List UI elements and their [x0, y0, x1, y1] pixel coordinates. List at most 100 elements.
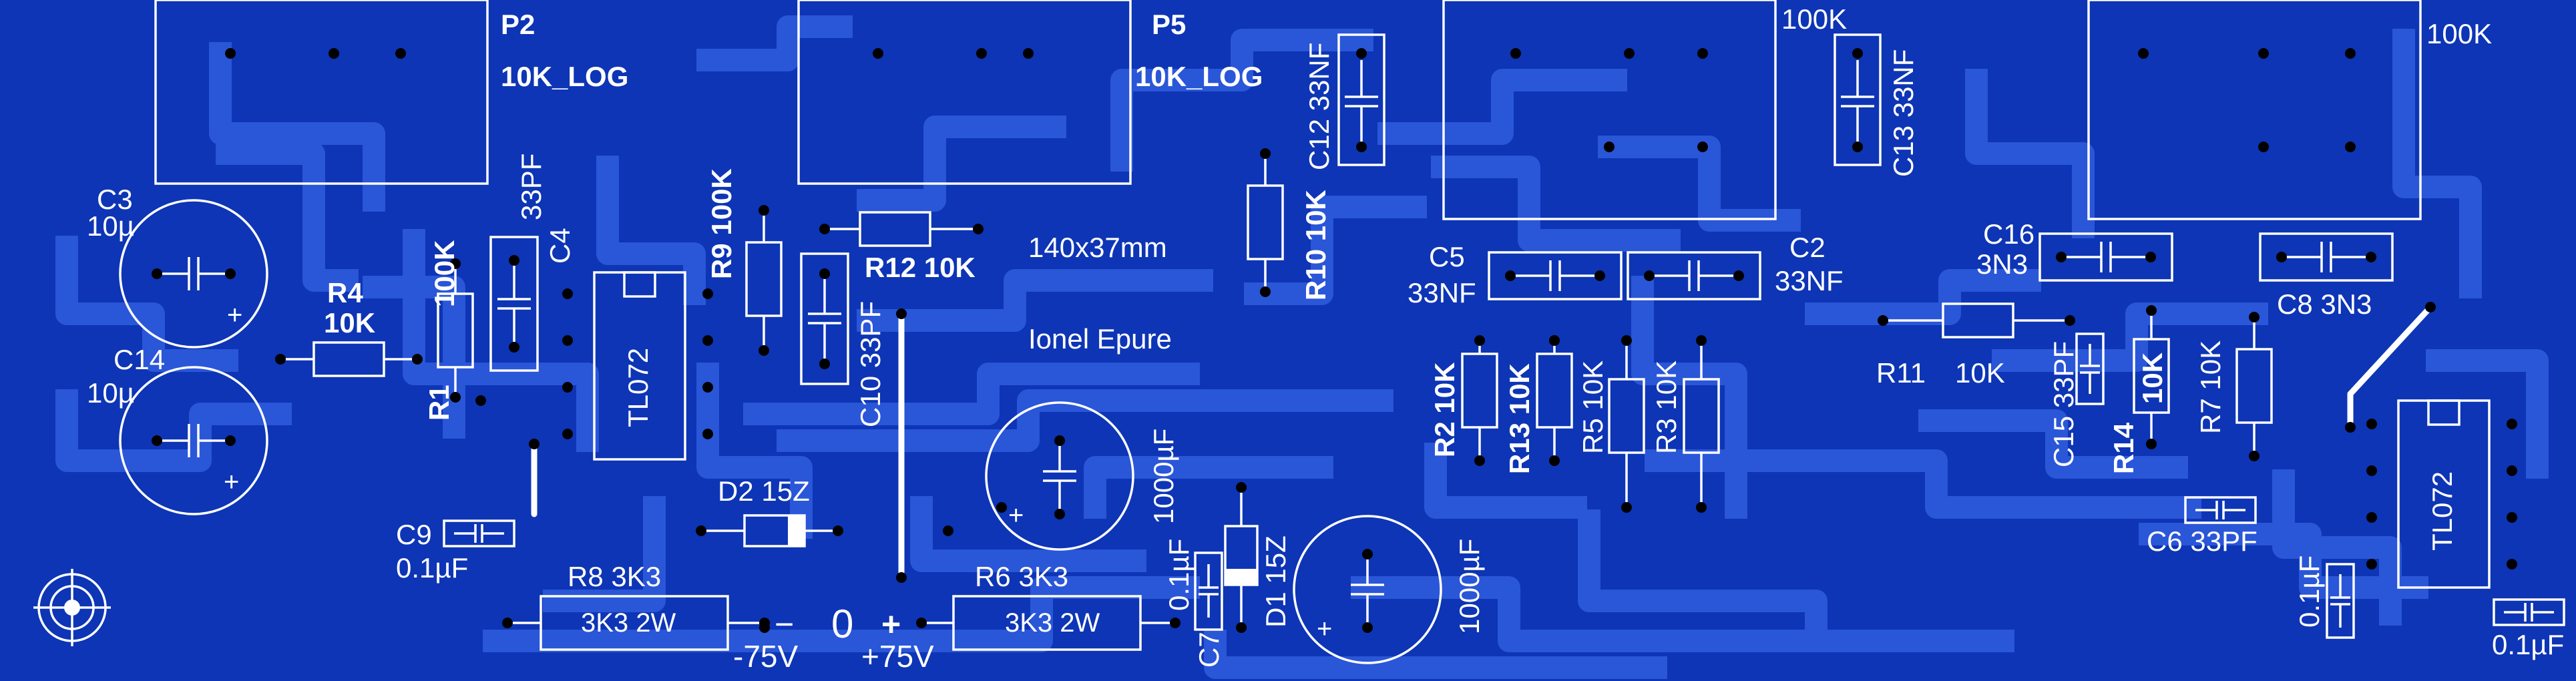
label-c12: C12 33NF [1303, 42, 1335, 170]
label-r14: R14 [2108, 422, 2139, 474]
label-c14: C14 [114, 344, 166, 375]
label-c14-value: 10µ [87, 377, 134, 409]
capacitor-c6 [2184, 496, 2257, 524]
resistor-r6 [916, 595, 1180, 651]
label-p2-value: 10K_LOG [501, 61, 629, 92]
label-plus: + [881, 606, 901, 643]
label-c16-value: 3N3 [1976, 248, 2028, 280]
capacitor-c3: + [119, 199, 268, 349]
resistor-r4 [275, 341, 423, 377]
resistor-r1 [437, 258, 474, 403]
capacitor-c16 [2038, 232, 2173, 282]
label-r12: R12 10K [865, 252, 976, 283]
resistor-r12 [819, 211, 984, 247]
label-c5-value: 33NF [1408, 277, 1476, 308]
label-r11-value: 10K [1955, 357, 2005, 389]
label-zero: 0 [831, 602, 854, 646]
label-c5: C5 [1429, 241, 1465, 272]
diode-d2 [696, 514, 843, 547]
capacitor-c9 [443, 519, 515, 547]
label-r11: R11 [1876, 357, 1926, 389]
resistor-r10 [1247, 148, 1284, 297]
label-ic2: TL072 [2426, 471, 2458, 551]
jumper-wires [531, 304, 2434, 578]
label-r9: R9 100K [706, 168, 737, 279]
svg-text:+: + [224, 467, 239, 497]
label-r10: R10 10K [1300, 190, 1331, 300]
label-c9-value: 0.1µF [396, 552, 469, 584]
label-c16: C16 [1983, 218, 2035, 250]
capacitor-big-2: + [1293, 515, 1442, 664]
capacitor-right-small [2326, 563, 2355, 639]
label-minus75: -75V [733, 639, 799, 674]
resistor-r3 [1683, 344, 1720, 513]
potentiometer-p5 [797, 0, 1132, 185]
resistor-r14 [2133, 305, 2170, 449]
ic-tl072-right [2366, 399, 2517, 589]
resistor-r13 [1536, 344, 1573, 466]
label-c4: C4 [544, 228, 576, 264]
label-ic1: TL072 [622, 347, 654, 427]
label-r4: R4 [327, 277, 363, 308]
capacitor-c14: + [119, 366, 268, 515]
svg-text:+: + [227, 300, 242, 330]
mounting-hole [33, 569, 111, 646]
label-c9: C9 [396, 519, 432, 550]
copper-traces [55, 15, 2549, 679]
label-c6: C6 33PF [2147, 525, 2258, 557]
label-c7-value: 0.1µF [1163, 538, 1195, 611]
resistor-r7 [2235, 312, 2273, 461]
potentiometer-100k-b [2087, 0, 2422, 220]
label-r14-value: 10K [2137, 352, 2168, 404]
diode-d1 [1224, 482, 1259, 633]
label-r13: R13 10K [1504, 363, 1535, 474]
capacitor-c8 [2259, 232, 2394, 282]
svg-text:+: + [1317, 614, 1332, 644]
resistor-r11 [1878, 302, 2075, 338]
misc-pads [475, 302, 2436, 633]
potentiometer-100k-a [1442, 0, 1777, 220]
label-c7: C7 [1193, 632, 1225, 668]
potentiometer-p2 [154, 0, 489, 185]
capacitor-bottom-right [2493, 598, 2565, 626]
label-pot4-value: 100K [2426, 18, 2493, 49]
label-plus75: +75V [861, 639, 934, 674]
label-r6: R6 3K3 [975, 561, 1069, 592]
label-d2: D2 15Z [718, 475, 810, 507]
label-r2: R2 10K [1429, 362, 1460, 457]
label-c3: C3 [97, 184, 133, 215]
label-c2: C2 [1789, 232, 1826, 263]
capacitor-c15 [2075, 332, 2105, 405]
label-c-big1: 1000µF [1148, 428, 1179, 524]
resistor-r8 [502, 595, 770, 651]
capacitor-c5 [1488, 251, 1623, 300]
label-d1: D1 15Z [1260, 535, 1291, 628]
label-r4-value: 10K [324, 307, 376, 338]
label-p5-value: 10K_LOG [1135, 61, 1263, 92]
label-p2: P2 [501, 9, 535, 40]
resistor-r2 [1461, 344, 1498, 466]
label-r1: R1 [423, 385, 455, 421]
capacitor-big-1: + [985, 401, 1134, 551]
capacitor-c7 [1194, 551, 1223, 631]
label-c13: C13 33NF [1888, 49, 1919, 177]
label-r5: R5 10K [1577, 360, 1608, 454]
resistor-r9 [745, 205, 783, 356]
label-c8: C8 3N3 [2277, 288, 2372, 320]
label-r8: R8 3K3 [568, 561, 662, 592]
ic-tl072-left [562, 271, 713, 461]
label-r7: R7 10K [2195, 340, 2226, 434]
capacitor-c4 [489, 236, 539, 372]
label-c-right2: 0.1µF [2492, 629, 2565, 660]
label-r3: R3 10K [1651, 360, 1682, 454]
label-minus: − [775, 606, 795, 643]
label-r1-value: 100K [429, 240, 460, 307]
label-c-big2: 1000µF [1454, 538, 1485, 634]
label-c3-value: 10µ [87, 210, 134, 242]
capacitor-c2 [1627, 251, 1761, 300]
capacitor-c12 [1337, 33, 1385, 166]
capacitor-c13 [1834, 33, 1882, 166]
label-c-right1: 0.1µF [2294, 555, 2325, 628]
label-c15: C15 33PF [2048, 340, 2079, 467]
